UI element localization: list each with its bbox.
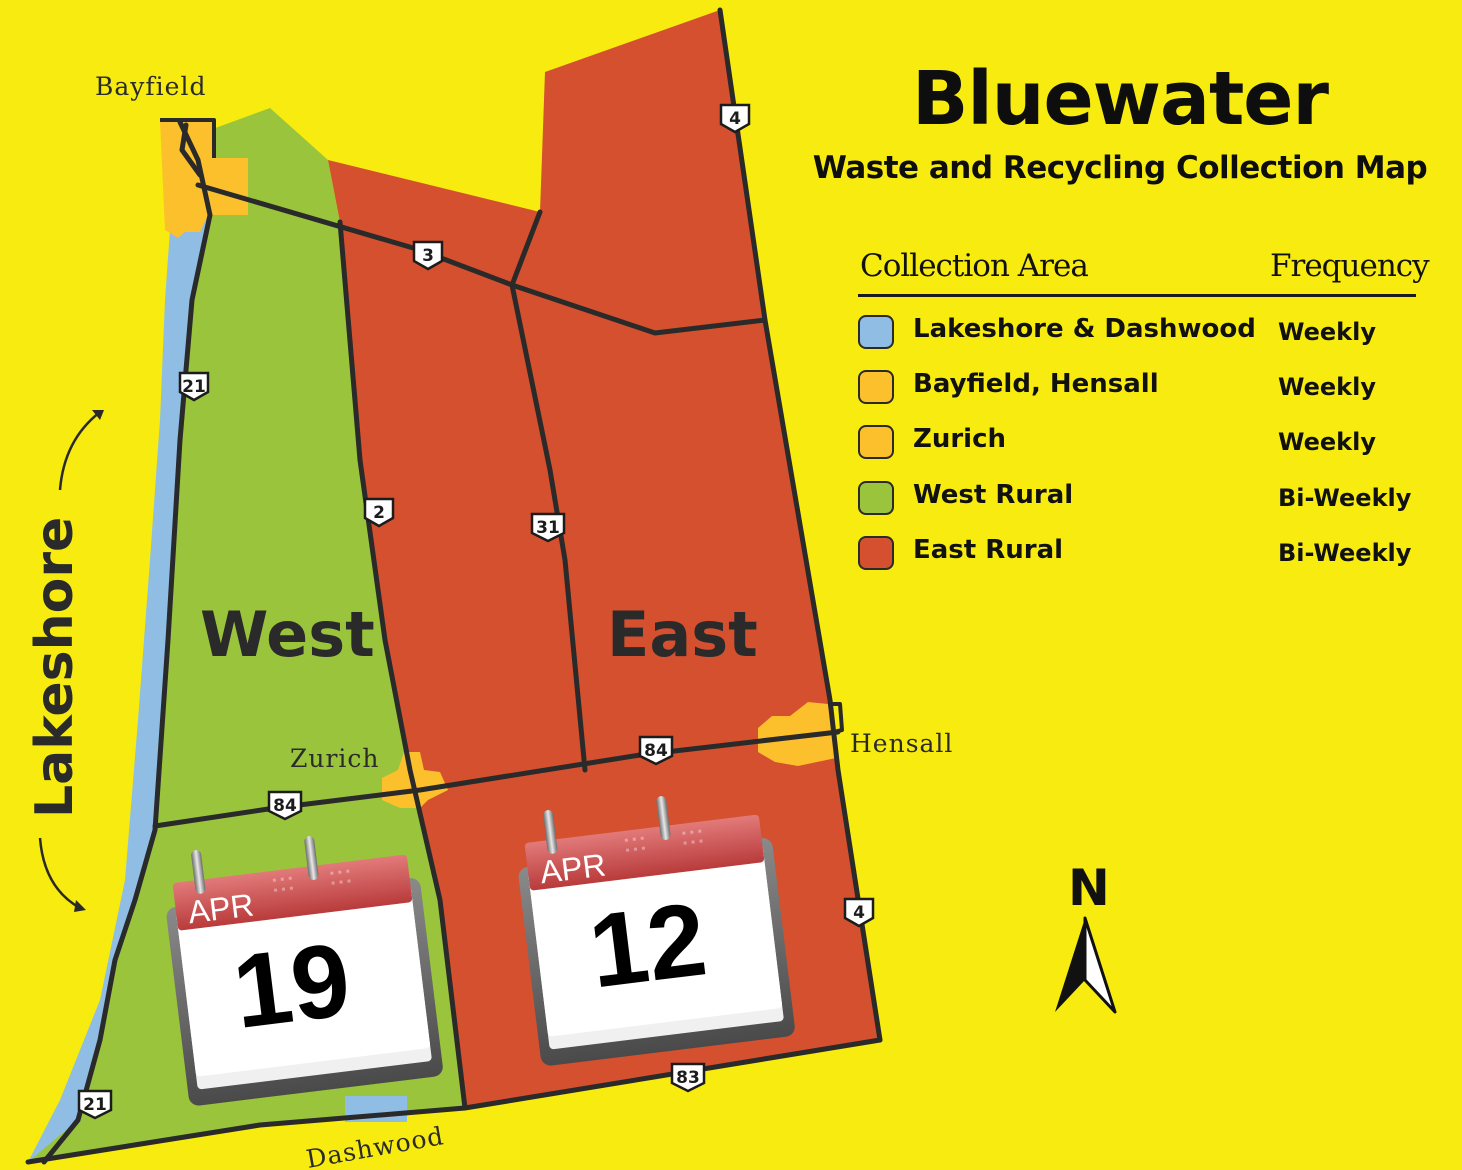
highway-21-shield: 21 <box>178 371 210 402</box>
legend-swatch <box>858 481 894 515</box>
highway-21-road <box>41 119 213 1165</box>
legend-area-label: West Rural <box>913 480 1074 510</box>
highway-84-west-label: 84 <box>273 796 297 816</box>
lakeshore-arrow-down-head <box>74 900 86 912</box>
bayfield-boundary <box>160 118 216 158</box>
legend-frequency-label: Bi-Weekly <box>1278 539 1412 567</box>
hensall-town-area <box>758 702 836 766</box>
highway-31-shield: 31 <box>530 512 566 543</box>
legend-item: East Rural Bi-Weekly <box>858 533 1438 573</box>
highway-21-south-label: 21 <box>83 1095 107 1115</box>
legend-area-heading: Collection Area <box>860 248 1089 284</box>
east-region-label: East <box>607 598 758 671</box>
legend-swatch <box>858 370 894 404</box>
highway-83-label: 83 <box>676 1068 700 1088</box>
legend-frequency-label: Bi-Weekly <box>1278 484 1412 512</box>
bayfield-label: Bayfield <box>95 72 206 101</box>
legend: Collection Area Frequency Lakeshore & Da… <box>858 248 1438 570</box>
highway-31-label: 31 <box>536 518 560 538</box>
legend-frequency-heading: Frequency <box>1270 248 1430 284</box>
legend-swatch <box>858 315 894 349</box>
map-subtitle: Waste and Recycling Collection Map <box>812 150 1428 186</box>
highway-4-south-label: 4 <box>853 903 865 923</box>
north-arrow-icon <box>1055 916 1117 1014</box>
legend-area-label: Zurich <box>913 424 1007 454</box>
title-block: Bluewater Waste and Recycling Collection… <box>780 62 1460 186</box>
legend-frequency-label: Weekly <box>1278 318 1377 346</box>
highway-83-shield: 83 <box>670 1062 706 1093</box>
legend-swatch <box>858 425 894 459</box>
legend-header: Collection Area Frequency <box>858 248 1430 297</box>
highway-2-road <box>337 219 468 1111</box>
hensall-label: Hensall <box>850 729 953 758</box>
west-region-label: West <box>200 598 375 671</box>
highway-21-label: 21 <box>182 377 206 397</box>
highway-84-west-shield: 84 <box>267 790 303 821</box>
highway-84-east-label: 84 <box>644 741 668 761</box>
north-label: N <box>1068 859 1110 917</box>
legend-item: West Rural Bi-Weekly <box>858 478 1438 518</box>
highway-3-label: 3 <box>422 246 434 266</box>
dashwood-label: Dashwood <box>304 1121 446 1170</box>
highway-2-label: 2 <box>373 503 385 523</box>
legend-item: Lakeshore & Dashwood Weekly <box>858 312 1438 352</box>
highway-84-east-shield: 84 <box>638 735 674 766</box>
legend-swatch <box>858 536 894 570</box>
bayfield-road <box>179 122 203 178</box>
legend-frequency-label: Weekly <box>1278 428 1377 456</box>
lakeshore-arrow-up-icon <box>58 411 101 491</box>
legend-item: Zurich Weekly <box>858 422 1438 462</box>
highway-3-shield: 3 <box>412 240 444 271</box>
highway-2-shield: 2 <box>363 497 395 528</box>
north-connector-road <box>509 209 543 288</box>
lakeshore-arrow-up-head <box>92 410 104 420</box>
west-calendar-month: APR <box>186 887 256 931</box>
legend-area-label: Bayfield, Hensall <box>913 369 1159 399</box>
lakeshore-area <box>28 120 210 1162</box>
legend-item: Bayfield, Hensall Weekly <box>858 367 1438 407</box>
east-calendar-icon: APR 12 <box>518 796 795 1066</box>
west-calendar-day: 19 <box>227 922 356 1051</box>
east-calendar-day: 12 <box>583 881 712 1010</box>
highway-4-shield: 4 <box>719 103 751 134</box>
west-calendar-icon: APR 19 <box>166 836 443 1106</box>
lakeshore-arrow-down-icon <box>38 837 81 910</box>
legend-area-label: East Rural <box>913 535 1064 565</box>
highway-4-south-shield: 4 <box>843 897 875 928</box>
highway-84-road <box>152 729 841 829</box>
east-calendar-month: APR <box>538 847 608 891</box>
highway-4-road <box>717 7 883 1043</box>
legend-area-label: Lakeshore & Dashwood <box>913 314 1256 344</box>
zurich-label: Zurich <box>290 744 380 773</box>
highway-4-label: 4 <box>729 109 741 129</box>
lakeshore-region-label: Lakeshore <box>25 517 85 818</box>
highway-21-south-shield: 21 <box>77 1089 113 1120</box>
legend-frequency-label: Weekly <box>1278 373 1377 401</box>
map-title: Bluewater <box>912 56 1329 142</box>
